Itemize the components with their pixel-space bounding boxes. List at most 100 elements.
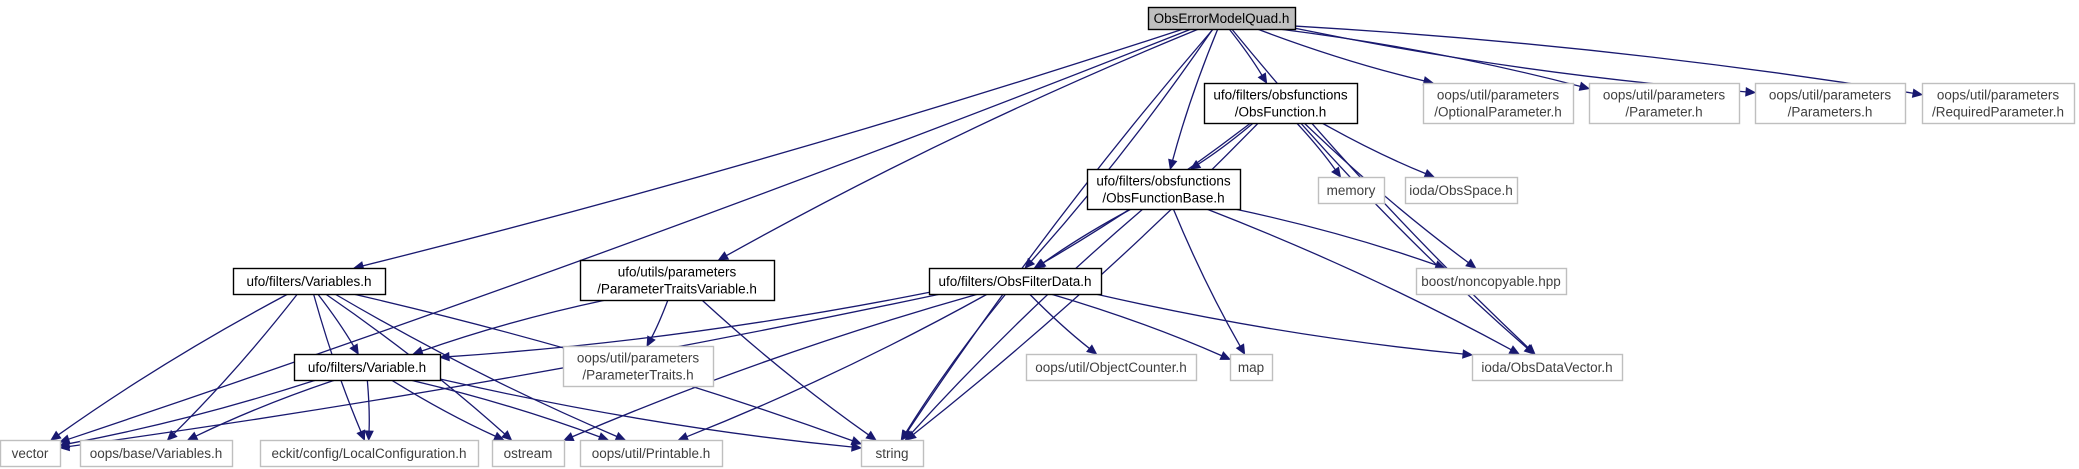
node-label: boost/noncopyable.hpp (1421, 274, 1561, 289)
node-parameters: oops/util/parameters/Parameters.h (1754, 82, 1907, 125)
arrowhead-icon (851, 442, 863, 452)
node-label: oops/util/ObjectCounter.h (1035, 360, 1187, 375)
node-label: /ParameterTraits.h (582, 368, 693, 383)
edge-variable-to-string (439, 378, 863, 452)
node-box (1422, 82, 1575, 125)
node-box (1404, 176, 1519, 205)
edge-variables-to-variable (317, 293, 359, 356)
edge-line (1030, 28, 1214, 262)
node-label: ufo/filters/Variable.h (308, 360, 426, 375)
edge-line (421, 299, 606, 352)
edge-line (701, 299, 869, 436)
arrowhead-icon (1523, 344, 1535, 355)
node-label: /ObsFunction.h (1235, 105, 1327, 120)
edge-line (1197, 122, 1254, 165)
edge-obsfunctionbase-to-obsdatavector (1206, 208, 1521, 355)
edge-line (68, 293, 941, 448)
edge-line (905, 293, 1007, 433)
edge-root-to-required (1294, 25, 1924, 98)
node-printable: oops/util/Printable.h (579, 439, 724, 468)
edge-line (572, 293, 979, 438)
node-vector: vector (0, 439, 62, 468)
edge-line (1234, 208, 1437, 266)
node-label: ufo/filters/obsfunctions (1096, 174, 1231, 189)
node-variable[interactable]: ufo/filters/Variable.h (293, 353, 442, 382)
node-label: /Parameter.h (1625, 105, 1702, 120)
node-ostream: ostream (491, 439, 566, 468)
node-box (232, 267, 387, 296)
edge-line (58, 293, 289, 436)
arrowhead-icon (501, 430, 513, 441)
arrowhead-icon (1911, 88, 1924, 98)
edge-obsfunction-to-noncopyable (1303, 122, 1477, 269)
arrowhead-icon (438, 351, 450, 362)
arrowhead-icon (349, 343, 359, 356)
node-label: oops/util/parameters (1437, 88, 1560, 103)
node-obsfunction[interactable]: ufo/filters/obsfunctions/ObsFunction.h (1203, 82, 1359, 125)
arrowhead-icon (717, 251, 730, 261)
edge-obsfilterdata-to-map (1050, 293, 1232, 360)
edge-line (1228, 28, 1263, 76)
node-label: /ParameterTraitsVariable.h (597, 282, 757, 297)
edge-obsfilterdata-to-string (900, 293, 1007, 442)
edge-line (906, 28, 1214, 433)
edge-line (1296, 122, 1336, 171)
arrowhead-icon (865, 430, 877, 441)
edge-line (1171, 28, 1219, 161)
node-label: ioda/ObsDataVector.h (1481, 360, 1612, 375)
node-box (579, 439, 724, 468)
node-obsspace: ioda/ObsSpace.h (1404, 176, 1519, 205)
edge-line (439, 378, 853, 448)
edge-obsfilterdata-to-ostream (562, 293, 979, 441)
node-map: map (1229, 353, 1274, 382)
node-label: eckit/config/LocalConfiguration.h (271, 446, 466, 461)
edge-line (1050, 293, 1223, 357)
node-label: ufo/filters/ObsFilterData.h (938, 274, 1091, 289)
node-label: oops/util/Printable.h (592, 446, 711, 461)
node-label: oops/base/Variables.h (90, 446, 223, 461)
edge-root-to-paramtraitsvar (717, 28, 1199, 261)
arrowhead-icon (1578, 81, 1591, 91)
edge-line (726, 28, 1199, 257)
edge-variable-to-vector (58, 379, 317, 449)
arrowhead-icon (50, 430, 62, 441)
arrowhead-icon (900, 429, 911, 442)
arrowhead-icon (1462, 349, 1474, 359)
node-box (1203, 82, 1359, 125)
edge-line (1172, 208, 1241, 347)
node-root[interactable]: ObsErrorModelQuad.h (1147, 6, 1297, 31)
node-obsfunctionbase[interactable]: ufo/filters/obsfunctions/ObsFunctionBase… (1086, 168, 1242, 211)
arrowhead-icon (1168, 158, 1178, 171)
node-obsfilterdata[interactable]: ufo/filters/ObsFilterData.h (928, 267, 1103, 296)
node-label: /ObsFunctionBase.h (1102, 191, 1224, 206)
edge-paramtraitsvar-to-paramtraits (646, 299, 669, 348)
edge-line (173, 293, 298, 435)
node-label: oops/util/parameters (1937, 88, 2060, 103)
node-oopsvariables: oops/base/Variables.h (79, 439, 234, 468)
node-box (928, 267, 1103, 296)
node-paramtraitsvar[interactable]: ufo/utils/parameters/ParameterTraitsVari… (579, 259, 776, 302)
arrowhead-icon (1235, 343, 1246, 356)
node-required: oops/util/parameters/RequiredParameter.h (1921, 82, 2076, 125)
edge-line (195, 379, 336, 437)
arrowhead-icon (646, 335, 656, 348)
edge-obsfilterdata-to-obsdatavector (1095, 293, 1474, 359)
edge-line (448, 291, 930, 358)
edge-root-to-obsfilterdata (1024, 28, 1214, 269)
edge-root-to-obsfunctionbase (1168, 28, 1219, 171)
edge-line (686, 293, 988, 438)
node-label: vector (12, 446, 49, 461)
node-localconfig: eckit/config/LocalConfiguration.h (259, 439, 480, 468)
edge-line (1300, 122, 1528, 349)
edge-line (1303, 122, 1469, 264)
node-box (1921, 82, 2076, 125)
edge-line (68, 28, 1192, 440)
node-box (1415, 267, 1568, 296)
edge-line (390, 379, 496, 437)
edge-line (1257, 28, 1425, 82)
node-parameter: oops/util/parameters/Parameter.h (1588, 82, 1741, 125)
node-variables[interactable]: ufo/filters/Variables.h (232, 267, 387, 296)
arrowhead-icon (1745, 87, 1757, 97)
node-box (1229, 353, 1274, 382)
edge-line (366, 379, 370, 432)
